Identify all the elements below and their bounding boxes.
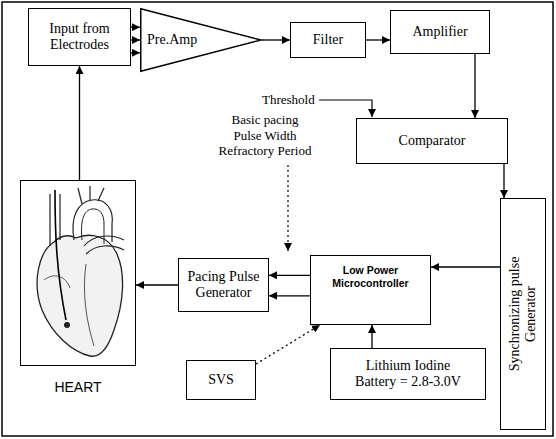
threshold-leader (319, 100, 372, 117)
comparator-box: Comparator (356, 118, 508, 164)
signal-arrow (269, 275, 310, 276)
filter-box: Filter (290, 22, 366, 58)
signal-arrow (131, 39, 140, 40)
threshold-label: Threshold (262, 92, 315, 108)
triangle-shape (141, 9, 261, 72)
box-text: Comparator (399, 133, 466, 149)
signal-arrow (136, 284, 178, 285)
amplifier-text: Pre.Amp (147, 32, 197, 48)
signal-arrow (79, 66, 80, 180)
signal-arrow (131, 27, 140, 28)
heart-illustration (20, 180, 136, 366)
box-text: Input from Electrodes (33, 21, 126, 53)
outer-frame (2, 2, 553, 436)
signal-arrow (371, 325, 372, 348)
lead-tip (64, 322, 70, 328)
amplifier-box: Amplifier (390, 10, 490, 54)
signal-arrow (366, 39, 390, 40)
box-text: Low Power Microcontroller (315, 264, 426, 289)
pacing-generator-box: Pacing Pulse Generator (178, 258, 269, 312)
preamp-triangle: Pre.Amp (140, 8, 262, 72)
pacing-settings-label: Basic pacing Pulse Width Refractory Peri… (217, 112, 313, 159)
rotated-text: Synchronizing pulse Generator (507, 239, 539, 389)
heart-label: HEART (21, 379, 135, 395)
signal-arrow (131, 52, 140, 53)
septum (84, 264, 94, 346)
battery-box: Lithium Iodine Battery = 2.8-3.0V (330, 348, 486, 400)
pulmonary-artery (84, 236, 124, 254)
signal-arrow (431, 266, 500, 267)
arch-vessels (78, 186, 104, 204)
box-text: Lithium Iodine Battery = 2.8-3.0V (349, 358, 467, 390)
signal-arrow (474, 54, 475, 118)
microcontroller-box: Low Power Microcontroller (310, 255, 431, 325)
box-text: Filter (313, 32, 343, 48)
signal-arrow (503, 164, 504, 198)
box-text: SVS (208, 372, 234, 388)
pacing-lead (55, 190, 66, 320)
box-text: Pacing Pulse Generator (183, 269, 264, 301)
signal-arrow (262, 39, 290, 40)
heart-body (37, 235, 122, 356)
signal-arrow (269, 295, 310, 296)
dotted-arrow (256, 325, 320, 364)
pacing-settings-leader (287, 165, 288, 251)
svs-box: SVS (186, 360, 256, 400)
atrium-wall (44, 276, 70, 288)
heart-box: HEART (20, 180, 136, 366)
sync-generator-box: Synchronizing pulse Generator (500, 198, 546, 430)
input-box: Input from Electrodes (28, 8, 131, 66)
box-text: Amplifier (412, 24, 467, 40)
